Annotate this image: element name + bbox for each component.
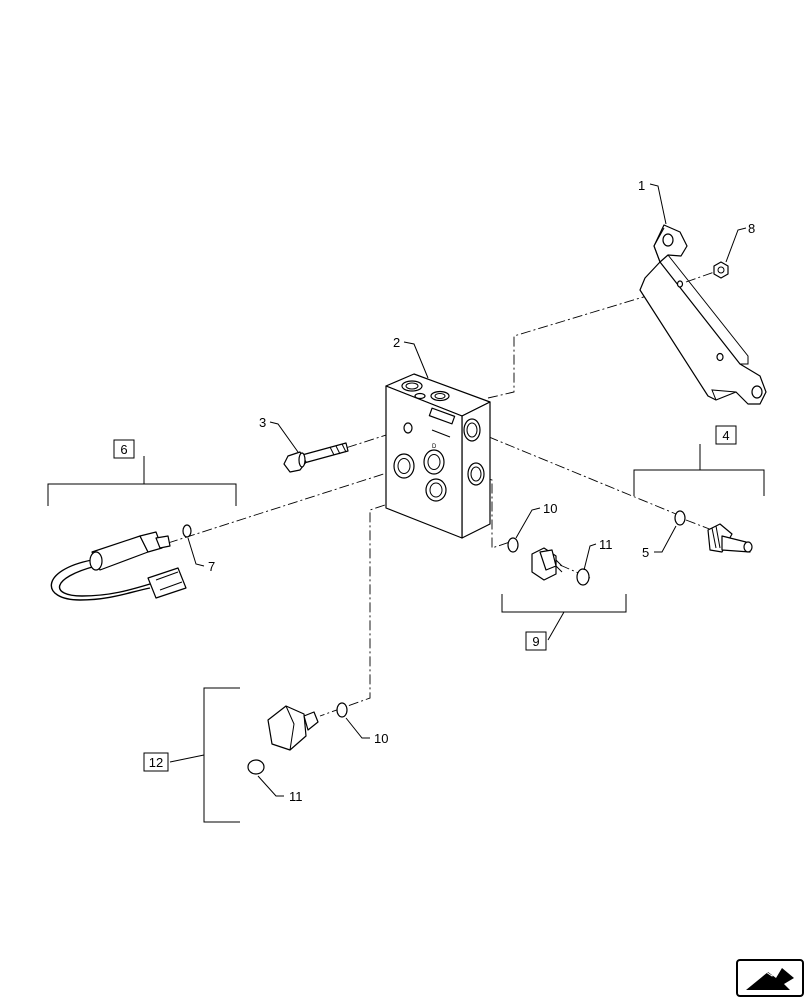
callout-9: 9 (532, 634, 539, 649)
callout-labels: 1 8 2 3 10 11 5 7 10 11 (208, 178, 755, 804)
o-ring (247, 759, 265, 775)
pressure-sensor-harness (50, 531, 187, 601)
assembly-brackets (47, 444, 765, 823)
callout-8: 8 (748, 221, 755, 236)
svg-text:D: D (432, 444, 437, 450)
next-page-arrow-icon[interactable] (736, 959, 804, 997)
o-ring (674, 510, 686, 526)
nut (713, 261, 729, 279)
valve-block: D (385, 373, 491, 539)
callout-4: 4 (722, 428, 729, 443)
callout-7: 7 (208, 559, 215, 574)
hose-fitting (707, 523, 753, 553)
o-ring (336, 702, 348, 718)
boxed-callouts: 6 4 9 12 (113, 425, 737, 772)
callout-10: 10 (543, 501, 557, 516)
o-ring (576, 568, 590, 586)
callout-11: 11 (599, 537, 613, 552)
callout-3: 3 (259, 415, 266, 430)
callout-11: 11 (289, 789, 303, 804)
o-ring (182, 524, 192, 538)
callout-5: 5 (642, 545, 649, 560)
callout-6: 6 (120, 442, 127, 457)
callout-10: 10 (374, 731, 388, 746)
leader-lines (187, 183, 747, 797)
o-ring (507, 537, 519, 553)
mounting-bracket (639, 224, 767, 405)
callout-2: 2 (393, 335, 400, 350)
callout-12: 12 (149, 755, 163, 770)
drain-plug (267, 705, 319, 751)
bolt (283, 442, 349, 473)
plug-fitting (531, 547, 563, 581)
callout-1: 1 (638, 178, 645, 193)
